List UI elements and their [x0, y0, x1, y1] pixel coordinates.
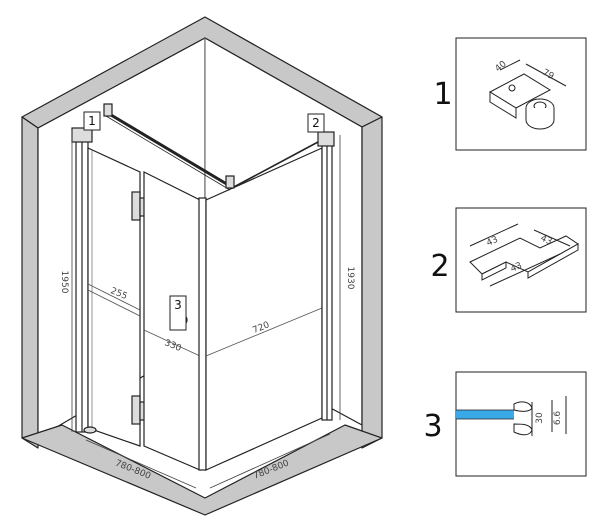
detail-3-number: 3: [423, 409, 442, 444]
glass-edge-highlight: [456, 410, 514, 419]
stabilizer-right: [231, 141, 319, 189]
hinge-bottom: [131, 395, 141, 425]
detail-2-number: 2: [430, 249, 449, 284]
detail-1: 1 40 79: [433, 37, 587, 151]
wall-left-edge: [21, 116, 39, 449]
stabilizer-left: [105, 110, 231, 188]
detail-3-dim-30: 30: [535, 412, 545, 424]
detail-2-dim-a: 43: [485, 235, 500, 249]
marker-2: 2: [312, 116, 320, 130]
height-right-label: 1930: [345, 267, 355, 290]
marker-3: 3: [174, 298, 182, 312]
marker-1-box: [83, 111, 101, 131]
detail-2: 2 43 43 43: [430, 207, 587, 313]
marker-3-box: [169, 295, 187, 331]
dimension-lines: [71, 130, 341, 489]
marker-2-box: [307, 113, 325, 133]
height-left-label: 1950: [59, 271, 69, 294]
detail-1-number: 1: [433, 77, 452, 112]
wall-right-edge: [361, 116, 383, 449]
corner-post: [198, 197, 207, 471]
enclosure: [71, 103, 335, 471]
detail-3: 3 30 6.6: [423, 371, 587, 477]
bracket-right: [317, 131, 335, 147]
detail-2-dim-c: 43: [509, 261, 524, 275]
detail-3-dim-66: 6.6: [553, 411, 563, 426]
hinge-top: [131, 191, 141, 221]
marker-1: 1: [88, 114, 96, 128]
detail-1-dim-79: 79: [541, 68, 556, 82]
detail-2-dim-b: 43: [539, 234, 554, 248]
fixed-panel-right: [205, 147, 323, 471]
floor-band: [21, 424, 383, 516]
